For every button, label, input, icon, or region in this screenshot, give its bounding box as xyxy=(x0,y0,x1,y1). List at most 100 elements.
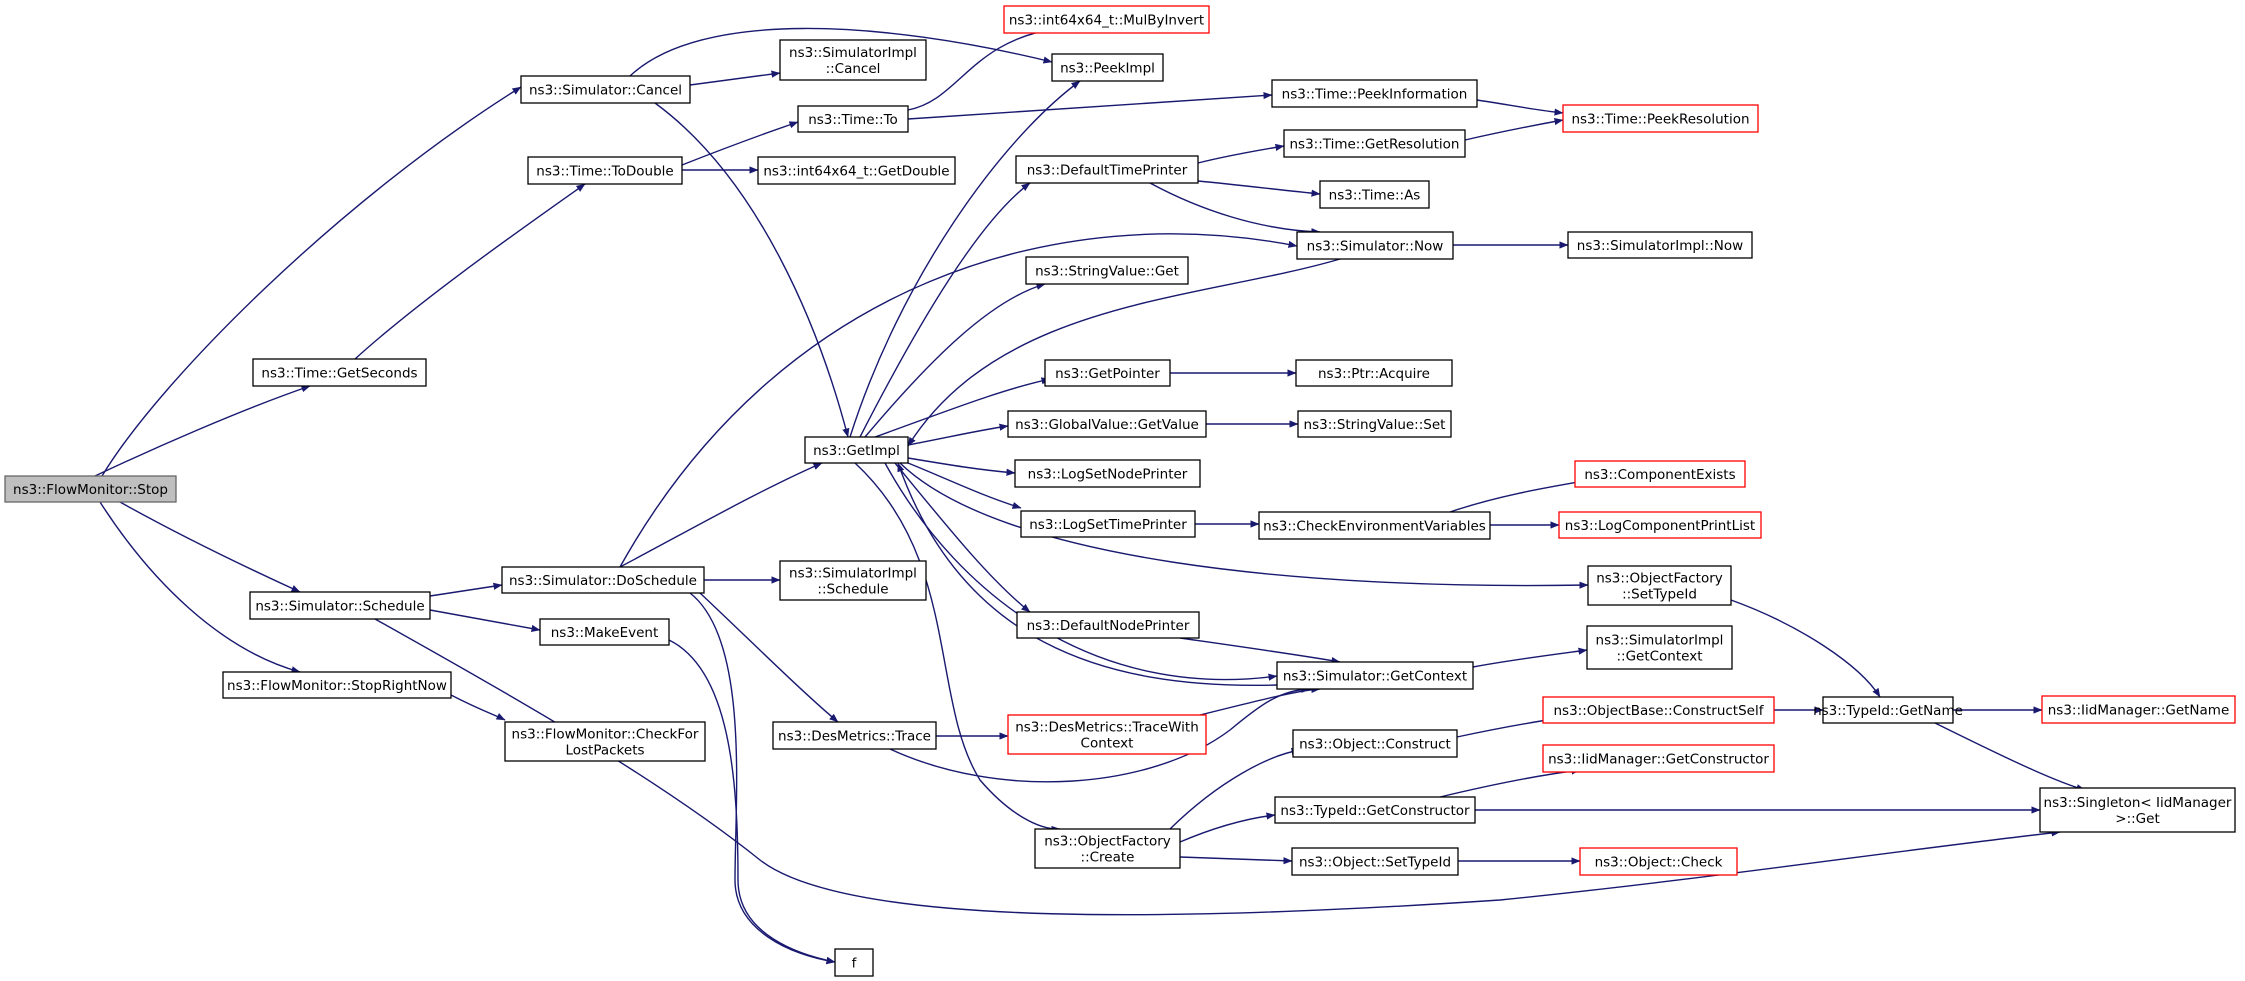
node-box[interactable] xyxy=(834,948,874,977)
node-simgetcontext[interactable]: ns3::Simulator::GetContext xyxy=(1276,661,1474,690)
node-box[interactable] xyxy=(1016,611,1200,639)
node-box[interactable] xyxy=(804,436,909,464)
node-box[interactable] xyxy=(1586,625,1733,670)
node-box[interactable] xyxy=(2041,695,2236,724)
node-box[interactable] xyxy=(1542,744,1775,773)
node-iidgetname[interactable]: ns3::IidManager::GetName xyxy=(2041,695,2236,724)
node-simimplnow[interactable]: ns3::SimulatorImpl::Now xyxy=(1567,231,1753,259)
node-checkenv[interactable]: ns3::CheckEnvironmentVariables xyxy=(1258,511,1491,540)
node-ptracquire[interactable]: ns3::Ptr::Acquire xyxy=(1295,359,1453,387)
node-typeidgetname[interactable]: ns3::TypeId::GetName xyxy=(1813,696,1963,724)
node-objectsettypeid[interactable]: ns3::Object::SetTypeId xyxy=(1291,847,1459,876)
node-f[interactable]: f xyxy=(834,948,874,977)
node-box[interactable] xyxy=(1271,79,1478,108)
node-peekresolution[interactable]: ns3::Time::PeekResolution xyxy=(1562,104,1759,133)
node-getdouble[interactable]: ns3::int64x64_t::GetDouble xyxy=(757,156,956,185)
node-defaultnodeprinter[interactable]: ns3::DefaultNodePrinter xyxy=(1016,611,1200,639)
node-box[interactable] xyxy=(1567,231,1753,259)
node-constructself[interactable]: ns3::ObjectBase::ConstructSelf xyxy=(1542,696,1775,724)
node-peekinformation[interactable]: ns3::Time::PeekInformation xyxy=(1271,79,1478,108)
node-logcomponentprintlist[interactable]: ns3::LogComponentPrintList xyxy=(1558,511,1762,539)
node-box[interactable] xyxy=(1297,410,1452,438)
node-box[interactable] xyxy=(1291,847,1459,876)
node-box[interactable] xyxy=(527,156,683,185)
node-timeto[interactable]: ns3::Time::To xyxy=(797,105,909,133)
node-box[interactable] xyxy=(1292,729,1458,758)
node-box[interactable] xyxy=(779,39,927,81)
node-box[interactable] xyxy=(1276,661,1474,690)
node-logsettimeprinter[interactable]: ns3::LogSetTimePrinter xyxy=(1020,510,1196,538)
node-box[interactable] xyxy=(4,475,177,503)
node-componentexists[interactable]: ns3::ComponentExists xyxy=(1574,460,1746,488)
node-box[interactable] xyxy=(501,566,705,594)
node-simnow[interactable]: ns3::Simulator::Now xyxy=(1296,231,1454,260)
node-box[interactable] xyxy=(222,671,452,699)
node-timeas[interactable]: ns3::Time::As xyxy=(1319,180,1430,209)
node-simimplcancel[interactable]: ns3::SimulatorImpl::Cancel xyxy=(779,39,927,81)
node-stringvalueget[interactable]: ns3::StringValue::Get xyxy=(1025,256,1189,285)
node-simimplschedule[interactable]: ns3::SimulatorImpl::Schedule xyxy=(779,560,927,601)
node-objectconstruct[interactable]: ns3::Object::Construct xyxy=(1292,729,1458,758)
node-box[interactable] xyxy=(1044,359,1171,387)
node-box[interactable] xyxy=(1051,53,1164,82)
node-box[interactable] xyxy=(1319,180,1430,209)
node-box[interactable] xyxy=(1274,796,1476,824)
node-globalvaluegetvalue[interactable]: ns3::GlobalValue::GetValue xyxy=(1007,410,1207,438)
node-box[interactable] xyxy=(1295,359,1453,387)
node-box[interactable] xyxy=(1822,696,1954,724)
node-box[interactable] xyxy=(1007,410,1207,438)
node-getpointer[interactable]: ns3::GetPointer xyxy=(1044,359,1171,387)
node-desmetricstrace[interactable]: ns3::DesMetrics::Trace xyxy=(772,721,937,750)
node-objectfactorysettypeid[interactable]: ns3::ObjectFactory::SetTypeId xyxy=(1587,565,1732,606)
node-box[interactable] xyxy=(1258,511,1491,540)
node-objectcheck[interactable]: ns3::Object::Check xyxy=(1579,847,1738,876)
node-cancel[interactable]: ns3::Simulator::Cancel xyxy=(520,75,691,104)
node-box[interactable] xyxy=(252,358,427,387)
node-stoprightnow[interactable]: ns3::FlowMonitor::StopRightNow xyxy=(222,671,452,699)
node-box[interactable] xyxy=(1579,847,1738,876)
node-simimplgetcontext[interactable]: ns3::SimulatorImpl::GetContext xyxy=(1586,625,1733,670)
node-box[interactable] xyxy=(757,156,956,185)
node-box[interactable] xyxy=(1574,460,1746,488)
node-singletonget[interactable]: ns3::Singleton< IidManager >::Get xyxy=(2039,787,2236,833)
node-typeidgetconstructor[interactable]: ns3::TypeId::GetConstructor xyxy=(1274,796,1476,824)
node-box[interactable] xyxy=(1025,256,1189,285)
node-box[interactable] xyxy=(1014,459,1201,488)
node-box[interactable] xyxy=(772,721,937,750)
node-box[interactable] xyxy=(1558,511,1762,539)
node-box[interactable] xyxy=(797,105,909,133)
node-box[interactable] xyxy=(1562,104,1759,133)
node-box[interactable] xyxy=(2039,787,2236,833)
node-mulbyinvert[interactable]: ns3::int64x64_t::MulByInvert xyxy=(1003,5,1210,34)
node-box[interactable] xyxy=(1007,714,1207,755)
node-stop[interactable]: ns3::FlowMonitor::Stop xyxy=(4,475,177,503)
node-box[interactable] xyxy=(779,560,927,601)
node-iidgetconstructor[interactable]: ns3::IidManager::GetConstructor xyxy=(1542,744,1775,773)
node-todouble[interactable]: ns3::Time::ToDouble xyxy=(527,156,683,185)
node-box[interactable] xyxy=(249,591,431,620)
node-objectfactorycreate[interactable]: ns3::ObjectFactory::Create xyxy=(1034,828,1181,869)
node-box[interactable] xyxy=(1283,129,1466,158)
node-box[interactable] xyxy=(520,75,691,104)
node-box[interactable] xyxy=(504,721,706,762)
node-logsetnodeprinter[interactable]: ns3::LogSetNodePrinter xyxy=(1014,459,1201,488)
node-getseconds[interactable]: ns3::Time::GetSeconds xyxy=(252,358,427,387)
node-box[interactable] xyxy=(1587,565,1732,606)
node-box[interactable] xyxy=(539,618,670,646)
node-getresolution[interactable]: ns3::Time::GetResolution xyxy=(1283,129,1466,158)
node-box[interactable] xyxy=(1296,231,1454,260)
node-box[interactable] xyxy=(1015,155,1199,184)
node-defaulttimeprinter[interactable]: ns3::DefaultTimePrinter xyxy=(1015,155,1199,184)
node-box[interactable] xyxy=(1034,828,1181,869)
node-box[interactable] xyxy=(1542,696,1775,724)
node-makeevent[interactable]: ns3::MakeEvent xyxy=(539,618,670,646)
node-doschedule[interactable]: ns3::Simulator::DoSchedule xyxy=(501,566,705,594)
node-peekimpl[interactable]: ns3::PeekImpl xyxy=(1051,53,1164,82)
node-box[interactable] xyxy=(1003,5,1210,34)
node-getimpl[interactable]: ns3::GetImpl xyxy=(804,436,909,464)
node-stringvalueset[interactable]: ns3::StringValue::Set xyxy=(1297,410,1452,438)
node-box[interactable] xyxy=(1020,510,1196,538)
node-schedule[interactable]: ns3::Simulator::Schedule xyxy=(249,591,431,620)
